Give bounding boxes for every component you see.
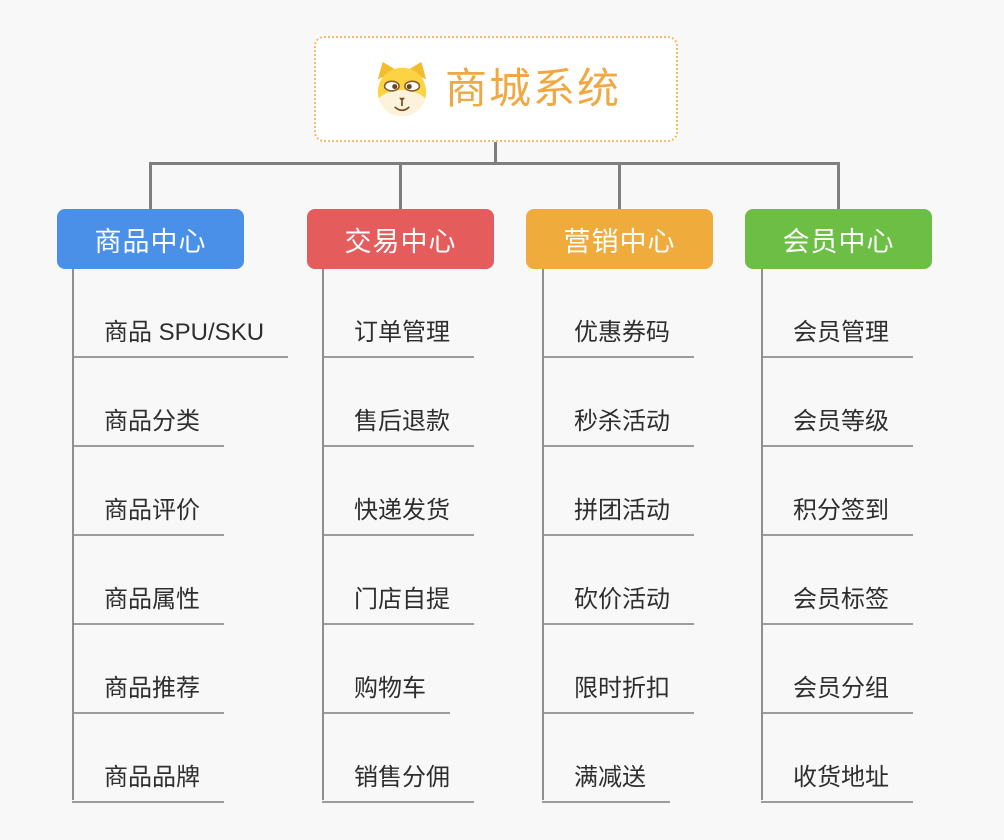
leaf-node[interactable]: 商品属性 (72, 586, 224, 625)
leaf-row: 商品推荐 (72, 625, 288, 714)
leaf-node[interactable]: 满减送 (542, 764, 670, 803)
branch-column-member-center: 会员管理 会员等级 积分签到 会员标签 会员分组 收货地址 (761, 269, 913, 803)
branch-header-marketing-center[interactable]: 营销中心 (526, 209, 713, 269)
leaf-node[interactable]: 优惠券码 (542, 319, 694, 358)
branch-vertical-connector (72, 269, 74, 800)
branch-vertical-connector (322, 269, 324, 800)
leaf-node[interactable]: 积分签到 (761, 497, 913, 536)
leaf-row: 会员管理 (761, 269, 913, 358)
leaf-node[interactable]: 购物车 (322, 675, 450, 714)
leaf-row: 商品品牌 (72, 714, 288, 803)
leaf-row: 砍价活动 (542, 536, 694, 625)
leaf-node[interactable]: 商品评价 (72, 497, 224, 536)
root-title: 商城系统 (444, 65, 621, 112)
leaf-row: 商品属性 (72, 536, 288, 625)
drop-connector-member (837, 162, 840, 210)
leaf-row: 会员分组 (761, 625, 913, 714)
leaf-node[interactable]: 会员等级 (761, 408, 913, 447)
leaf-row: 优惠券码 (542, 269, 694, 358)
leaf-node[interactable]: 销售分佣 (322, 764, 474, 803)
leaf-row: 销售分佣 (322, 714, 474, 803)
leaf-node[interactable]: 门店自提 (322, 586, 474, 625)
root-node[interactable]: 商城系统 (314, 36, 678, 142)
leaf-row: 购物车 (322, 625, 474, 714)
leaf-node[interactable]: 订单管理 (322, 319, 474, 358)
leaf-node[interactable]: 快递发货 (322, 497, 474, 536)
leaf-node[interactable]: 拼团活动 (542, 497, 694, 536)
horizontal-connector (149, 162, 840, 165)
leaf-node[interactable]: 商品 SPU/SKU (72, 319, 289, 358)
leaf-row: 订单管理 (322, 269, 474, 358)
leaf-node[interactable]: 售后退款 (322, 408, 474, 447)
leaf-row: 商品分类 (72, 358, 288, 447)
leaf-node[interactable]: 会员标签 (761, 586, 913, 625)
leaf-row: 会员标签 (761, 536, 913, 625)
branch-column-product-center: 商品 SPU/SKU 商品分类 商品评价 商品属性 商品推荐 商品品牌 (72, 269, 289, 803)
drop-connector-marketing (618, 162, 621, 210)
leaf-node[interactable]: 收货地址 (761, 764, 913, 803)
branch-header-member-center[interactable]: 会员中心 (745, 209, 932, 269)
leaf-node[interactable]: 会员分组 (761, 675, 913, 714)
leaf-row: 会员等级 (761, 358, 913, 447)
branch-header-trade-center[interactable]: 交易中心 (307, 209, 494, 269)
branch-vertical-connector (542, 269, 544, 800)
leaf-row: 商品 SPU/SKU (72, 269, 289, 358)
leaf-row: 满减送 (542, 714, 694, 803)
branch-column-trade-center: 订单管理 售后退款 快递发货 门店自提 购物车 销售分佣 (322, 269, 474, 803)
dog-face-icon (377, 61, 427, 117)
branch-vertical-connector (761, 269, 763, 800)
branch-column-marketing-center: 优惠券码 秒杀活动 拼团活动 砍价活动 限时折扣 满减送 (542, 269, 694, 803)
leaf-row: 售后退款 (322, 358, 474, 447)
leaf-node[interactable]: 砍价活动 (542, 586, 694, 625)
leaf-row: 门店自提 (322, 536, 474, 625)
leaf-row: 快递发货 (322, 447, 474, 536)
leaf-node[interactable]: 商品品牌 (72, 764, 224, 803)
leaf-node[interactable]: 商品分类 (72, 408, 224, 447)
leaf-row: 秒杀活动 (542, 358, 694, 447)
leaf-row: 收货地址 (761, 714, 913, 803)
root-stem-connector (494, 142, 497, 165)
branch-header-product-center[interactable]: 商品中心 (57, 209, 244, 269)
drop-connector-trade (399, 162, 402, 210)
leaf-row: 积分签到 (761, 447, 913, 536)
drop-connector-product (149, 162, 152, 210)
leaf-row: 拼团活动 (542, 447, 694, 536)
leaf-node[interactable]: 限时折扣 (542, 675, 694, 714)
leaf-node[interactable]: 会员管理 (761, 319, 913, 358)
leaf-row: 限时折扣 (542, 625, 694, 714)
leaf-node[interactable]: 商品推荐 (72, 675, 224, 714)
leaf-row: 商品评价 (72, 447, 288, 536)
leaf-node[interactable]: 秒杀活动 (542, 408, 694, 447)
